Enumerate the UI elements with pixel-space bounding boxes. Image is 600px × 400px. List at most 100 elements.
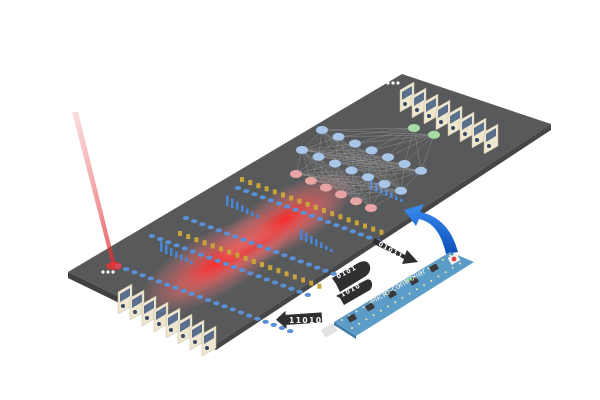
board-pin — [427, 267, 430, 270]
board-pin — [394, 301, 397, 304]
nn-connection — [370, 190, 402, 209]
electrode — [276, 268, 281, 274]
neural-network — [290, 124, 440, 212]
nn-node-hidden-1 — [296, 146, 308, 154]
bar-element — [180, 254, 183, 260]
card-image — [132, 294, 142, 308]
usb-connector — [320, 323, 338, 338]
electrode — [219, 246, 223, 252]
nn-node-hidden-2 — [332, 132, 345, 141]
nn-node-hidden-1 — [329, 159, 341, 168]
board-pin — [444, 271, 447, 274]
nn-connection — [301, 129, 323, 151]
ring-resonator — [366, 235, 373, 240]
output-bits-arrow: 01011 — [372, 238, 418, 264]
card-image-detail — [451, 126, 455, 130]
ring-resonator — [278, 326, 286, 330]
card-image — [402, 86, 412, 100]
electrode — [268, 265, 273, 271]
electrode — [243, 255, 248, 261]
card-image — [156, 306, 166, 320]
board-pin — [415, 288, 418, 291]
electrode — [289, 195, 294, 201]
electrode — [272, 189, 277, 195]
card-image — [438, 104, 448, 118]
ring-resonator — [341, 226, 348, 231]
nn-node-input — [290, 170, 302, 178]
board-pin — [387, 305, 389, 308]
electrode — [194, 237, 199, 243]
nn-connection — [321, 129, 435, 135]
nn-node-input — [365, 204, 377, 212]
ring-resonator — [305, 262, 313, 267]
bar-element — [170, 248, 173, 256]
nn-connection — [354, 143, 402, 191]
ring-resonator — [304, 292, 311, 297]
ring-resonator — [155, 279, 163, 284]
board-pin — [398, 284, 401, 287]
ring-resonator — [288, 286, 295, 291]
nn-connection — [325, 183, 385, 188]
card-image-detail — [475, 138, 479, 142]
card-image — [414, 92, 424, 106]
ring-resonator — [259, 195, 266, 200]
electrode — [317, 283, 322, 289]
board-pin — [451, 266, 454, 269]
board-pin — [377, 297, 379, 300]
ring-resonator — [221, 304, 228, 309]
ring-resonator — [280, 283, 287, 288]
card-image-detail — [463, 132, 467, 136]
ring-resonator — [296, 289, 303, 294]
ring-resonator — [164, 282, 171, 287]
nn-node-output — [408, 124, 420, 132]
board-pin — [341, 319, 343, 321]
nn-connection — [367, 177, 372, 209]
electrode — [338, 214, 343, 220]
ring-resonator — [314, 265, 321, 270]
ring-resonator — [232, 234, 239, 239]
ring-resonator — [325, 220, 332, 225]
ic-chip — [387, 289, 397, 299]
card-image — [120, 288, 130, 302]
nn-node-hidden-1 — [345, 166, 358, 175]
nn-connection — [310, 170, 352, 181]
nn-connection — [400, 170, 422, 191]
board-pin — [437, 275, 440, 278]
ring-resonator — [180, 288, 187, 293]
nn-connection — [321, 129, 369, 178]
card-image — [486, 128, 496, 142]
electrode — [256, 183, 261, 189]
ring-resonator — [173, 243, 180, 248]
electrode — [292, 274, 297, 280]
ring-resonator — [316, 217, 324, 221]
bar-element — [165, 244, 168, 254]
nn-node-hidden-1 — [312, 152, 325, 161]
ring-resonator — [205, 298, 212, 303]
card-image-detail — [133, 310, 137, 314]
nn-connection — [355, 183, 385, 202]
electrode — [264, 186, 269, 192]
nn-node-hidden-2 — [349, 139, 361, 148]
nn-connection — [387, 134, 435, 158]
nn-nodes — [290, 124, 440, 212]
bar-element — [300, 229, 303, 240]
nn-connection — [301, 149, 342, 195]
card-image-detail — [205, 346, 209, 350]
electrode — [354, 220, 359, 226]
electrode — [260, 262, 264, 267]
nn-connection — [420, 134, 435, 171]
nn-connection — [338, 134, 435, 137]
nn-connection — [318, 156, 357, 202]
nn-node-hidden-1 — [362, 173, 374, 182]
board-pin — [459, 262, 461, 265]
nn-connection — [325, 177, 369, 188]
board-pin — [401, 296, 404, 299]
nn-node-input — [350, 197, 362, 206]
bar-element — [400, 198, 403, 202]
board-pin — [449, 254, 451, 257]
nn-connection — [370, 183, 385, 209]
bar-element — [190, 260, 193, 264]
ring-resonator — [214, 258, 221, 263]
input-bits-label: 11010 — [289, 316, 323, 325]
